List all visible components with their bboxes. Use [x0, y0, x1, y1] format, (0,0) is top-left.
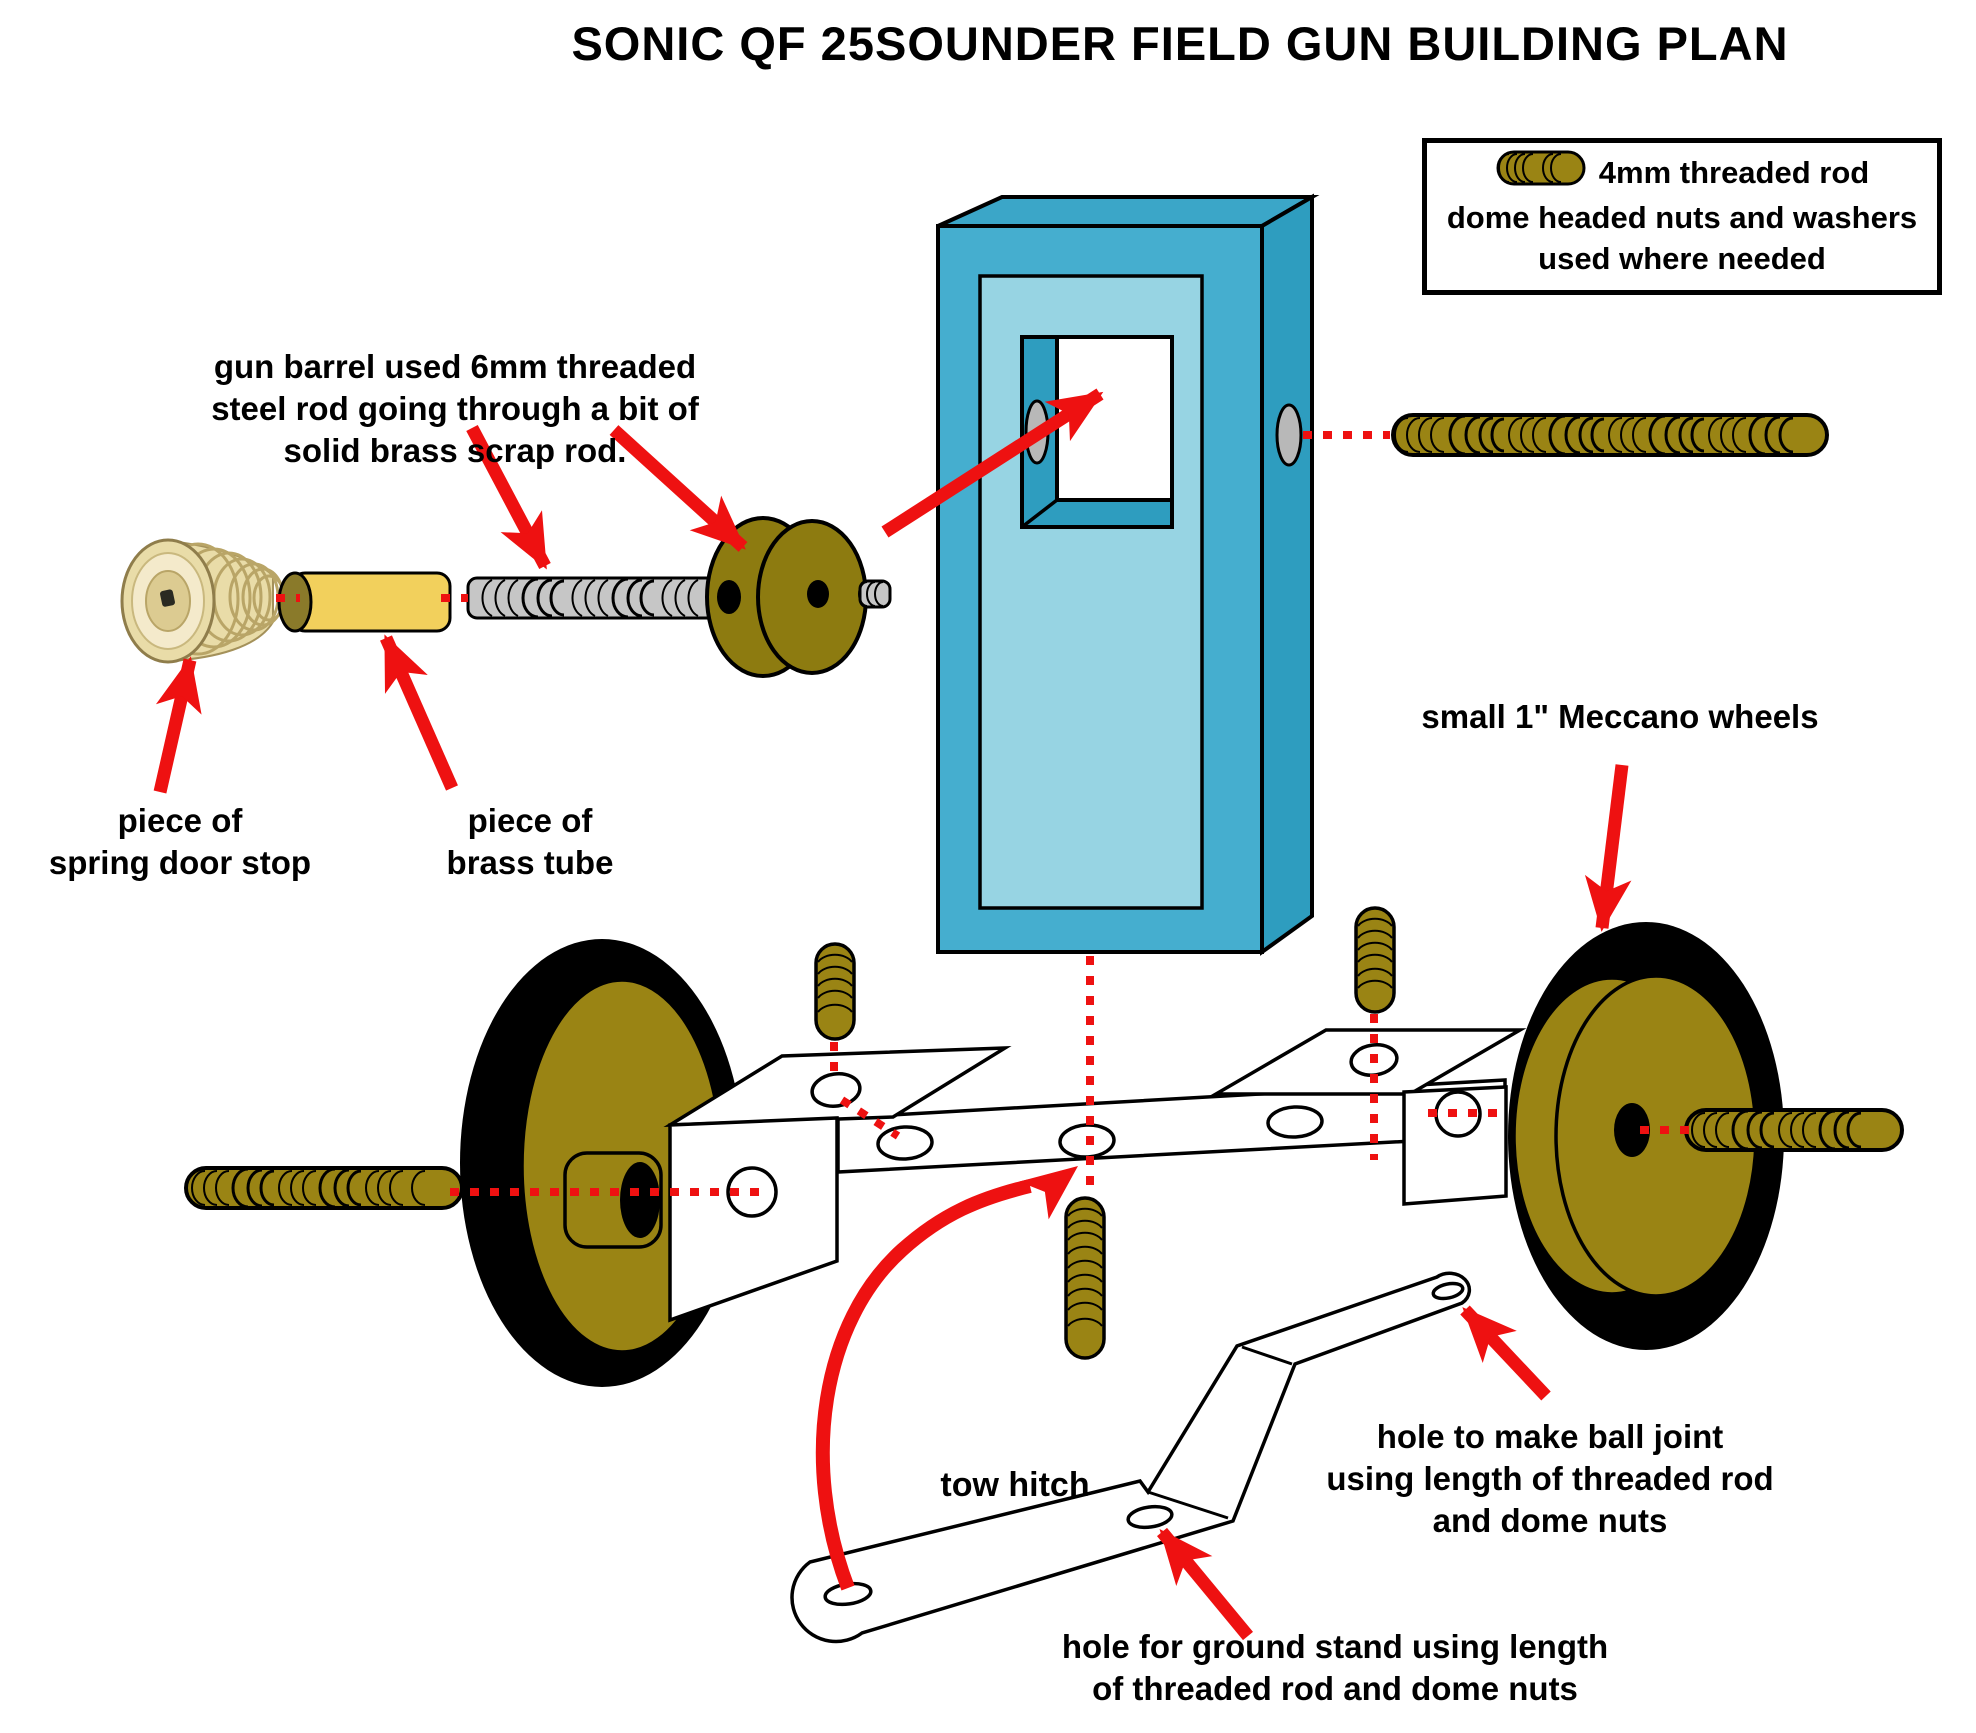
note-line-2: dome headed nuts and washers: [1446, 199, 1918, 235]
annotation-arrows: [153, 388, 1632, 1641]
ball-joint-hole: [1431, 1281, 1465, 1301]
label-brass-tube: piece of brass tube: [446, 802, 614, 882]
shield-bolt-hole-right: [1275, 403, 1303, 467]
label-spring-door-stop: piece of spring door stop: [48, 802, 312, 882]
brass-tube: [277, 571, 452, 633]
arrow-to-door-stop: [153, 656, 202, 794]
chassis-beam: [836, 1078, 1507, 1174]
steel-rod-6mm: [466, 576, 732, 620]
arrow-hitch-to-chassis: [815, 1179, 1032, 1591]
arrow-to-shield-window: [881, 388, 1104, 538]
assembly-dotted-lines: [276, 431, 1694, 1196]
steel-rod-stub: [858, 579, 892, 609]
note-line-3: used where needed: [1538, 240, 1826, 276]
shield-window: [1020, 335, 1174, 529]
note-line-1: 4mm threaded rod: [1598, 155, 1870, 190]
threaded-rod-4mm: [1391, 413, 1829, 457]
right-axle-rod: [1684, 1108, 1904, 1152]
arrow-to-muzzle-disc: [609, 425, 748, 552]
arrow-to-wheel: [1584, 764, 1632, 932]
arrow-to-steel-rod: [466, 424, 551, 570]
left-axle-rod: [184, 1166, 464, 1210]
ground-stand-hole: [1126, 1504, 1174, 1530]
label-gun-barrel: gun barrel used 6mm threaded steel rod g…: [211, 348, 699, 470]
note-box: 4mm threaded rod dome headed nuts and wa…: [1422, 138, 1942, 295]
arrow-to-ball-joint-hole: [1460, 1305, 1551, 1401]
threaded-rod-icon: [1495, 149, 1587, 198]
label-tow-hitch: tow hitch: [940, 1466, 1090, 1504]
fixing-rod-bottom: [1064, 1196, 1106, 1360]
right-wheel: [1508, 922, 1784, 1350]
label-ball-joint: hole to make ball joint using length of …: [1326, 1418, 1774, 1540]
tow-hitch: [790, 1271, 1472, 1644]
brass-muzzle-disc: [705, 516, 892, 678]
spring-door-stop: [120, 538, 286, 664]
label-ground-stand: hole for ground stand using length of th…: [1061, 1628, 1609, 1708]
arrow-to-ground-stand-hole: [1156, 1527, 1254, 1641]
fixing-rod-left: [814, 942, 856, 1041]
arrow-to-brass-tube: [380, 634, 458, 791]
fixing-rod-right: [1354, 906, 1396, 1014]
page-title: SONIC QF 25SOUNDER FIELD GUN BUILDING PL…: [571, 17, 1789, 70]
left-axle-bracket: [663, 1046, 1012, 1323]
gun-shield: [936, 193, 1320, 956]
label-meccano-wheels: small 1" Meccano wheels: [1421, 698, 1819, 735]
